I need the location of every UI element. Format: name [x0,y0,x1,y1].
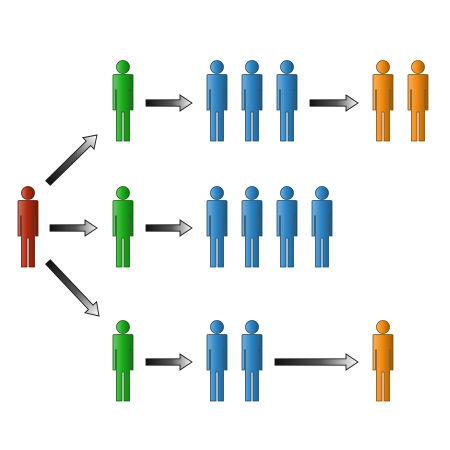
person-icon [311,186,333,268]
arrows-layer [45,94,359,371]
person-head [21,186,35,200]
person-body [372,334,394,402]
person-body [311,200,333,268]
person-icon [112,320,134,402]
flow-arrow [45,259,100,317]
person-body [206,74,228,142]
flow-arrow [145,219,193,237]
person-icon [206,186,228,268]
flow-arrow [309,94,359,112]
person-head [245,60,259,74]
person-body [112,200,134,268]
person-body [241,74,263,142]
person-body [241,200,263,268]
person-head [245,186,259,200]
flow-arrow [45,134,98,186]
person-head [376,320,390,334]
person-head [116,320,130,334]
person-icon [276,186,298,268]
person-head [210,186,224,200]
person-head [280,186,294,200]
person-head [315,186,329,200]
person-icon [206,320,228,402]
person-icon [407,60,429,142]
flow-arrow [274,353,359,371]
person-icon [372,320,394,402]
person-head [210,320,224,334]
person-head [411,60,425,74]
person-body [112,334,134,402]
person-icon [372,60,394,142]
person-body [276,74,298,142]
person-body [17,200,39,268]
person-head [116,60,130,74]
person-icon [241,186,263,268]
person-head [245,320,259,334]
person-body [206,200,228,268]
person-body [372,74,394,142]
person-body [407,74,429,142]
person-head [210,60,224,74]
person-body [112,74,134,142]
person-head [116,186,130,200]
person-icon [112,186,134,268]
person-icon [276,60,298,142]
person-body [206,334,228,402]
person-head [280,60,294,74]
person-icon [241,60,263,142]
person-icon [17,186,39,268]
people-layer [17,60,429,402]
person-body [241,334,263,402]
person-icon [241,320,263,402]
person-body [276,200,298,268]
person-icon [112,60,134,142]
flow-arrow [145,94,193,112]
person-icon [206,60,228,142]
flow-arrow [145,353,193,371]
flow-arrow [49,219,98,237]
person-head [376,60,390,74]
